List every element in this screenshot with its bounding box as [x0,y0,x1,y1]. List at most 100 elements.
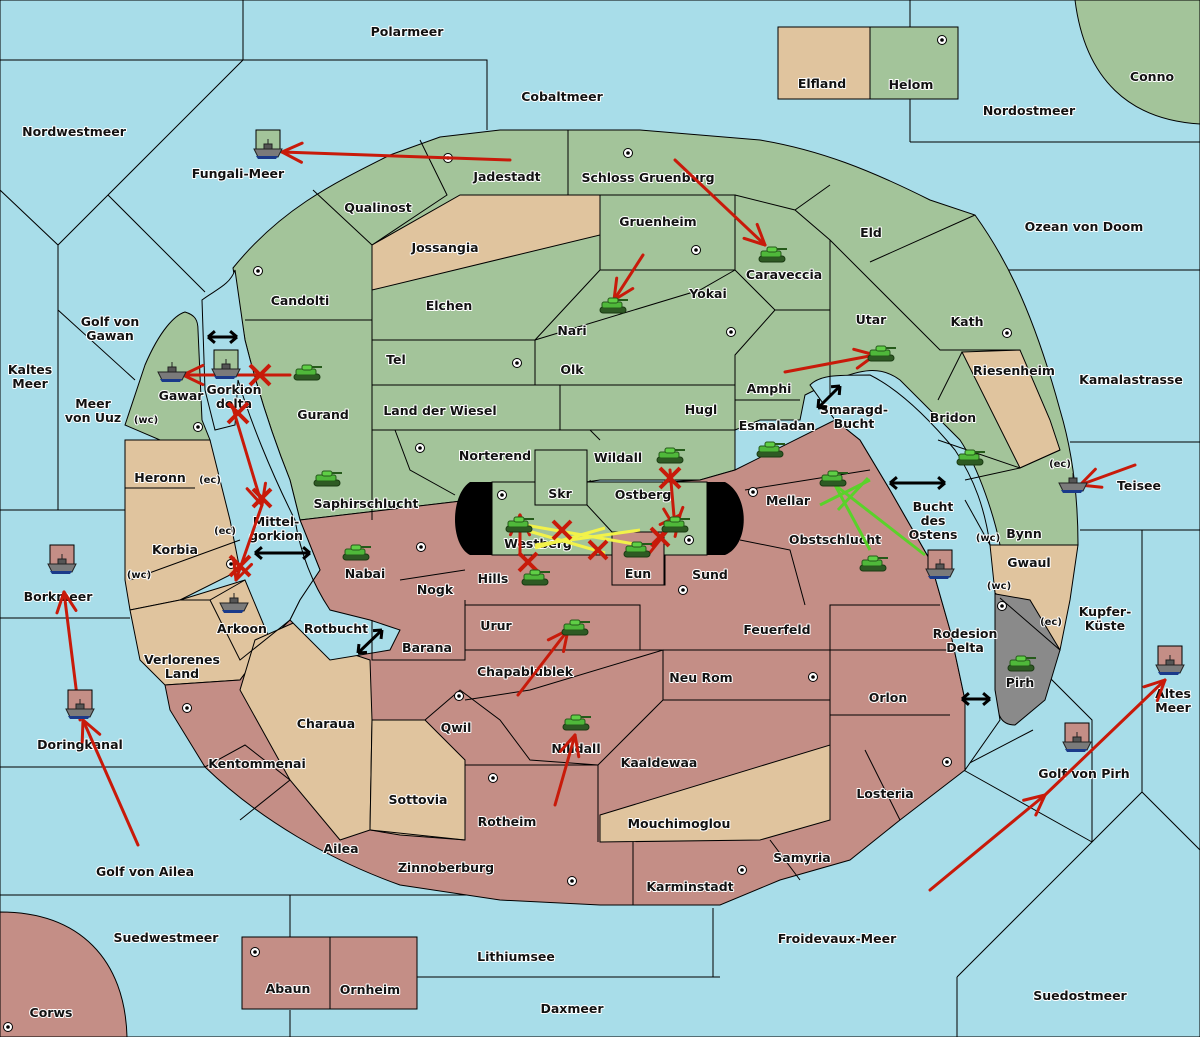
fleet-ship-icon[interactable] [1062,722,1092,752]
territory-conno[interactable] [1074,0,1200,125]
sea-label-kupfer: Kupfer-Küste [1079,604,1132,633]
territory-label-nabai: Nabai [345,566,386,581]
territory-label-qwil: Qwil [441,720,472,735]
army-tank-icon[interactable] [859,555,888,572]
move-order-arrow [673,158,767,247]
territory-label-bridon: Bridon [930,410,976,425]
sea-label-kamala: Kamalastrasse [1079,372,1183,387]
units [47,129,1185,752]
region-tan-west [124,439,241,611]
territory-label-mellar: Mellar [766,493,811,508]
coast-label: (ec) [1049,459,1071,470]
fleet-ship-icon[interactable] [219,593,249,613]
coast-label: (ec) [199,475,221,486]
sea-label-froidevaux: Froidevaux-Meer [778,931,897,946]
territory-label-nari: Nari [557,323,586,338]
sea-label-borkmeer: Borkmeer [24,589,94,604]
territory-label-karminstadt: Karminstadt [646,879,733,894]
territory-label-caraveccia: Caraveccia [746,267,822,282]
territory-label-skr: Skr [548,486,572,501]
coast-label: (ec) [214,526,236,537]
army-tank-icon[interactable] [562,714,591,731]
sea-label-nordwestmeer: Nordwestmeer [22,124,127,139]
fleet-ship-icon[interactable] [65,689,95,719]
army-tank-icon[interactable] [505,516,534,533]
fleet-ship-icon[interactable] [925,549,955,579]
army-tank-icon[interactable] [656,447,685,464]
sea-label-polarmeer: Polarmeer [371,24,445,39]
fleet-ship-icon[interactable] [211,349,241,379]
fleet-ship-icon[interactable] [47,544,77,574]
territory-label-orlon: Orlon [869,690,908,705]
army-tank-icon[interactable] [521,569,550,586]
army-tank-icon[interactable] [819,470,848,487]
supply-center-icon [497,490,507,500]
convoy-double-arrow-icon [356,628,384,655]
move-order-arrow [80,718,140,847]
army-tank-icon[interactable] [623,541,652,558]
territory-label-conno: Conno [1130,69,1175,84]
army-tank-icon[interactable] [661,516,690,533]
territory-label-saphir: Saphirschlucht [314,496,419,511]
territory-label-helom: Helom [889,77,934,92]
territory-label-pirh: Pirh [1006,675,1035,690]
territory-label-jadestadt: Jadestadt [472,169,540,184]
fleet-ship-icon[interactable] [1058,473,1088,493]
territory-label-rotheim: Rotheim [478,814,537,829]
territory-borders [125,130,1061,905]
army-tank-icon[interactable] [956,449,985,466]
army-tank-icon[interactable] [313,470,342,487]
army-tank-icon[interactable] [867,345,896,362]
territory-label-charaua: Charaua [297,716,355,731]
army-tank-icon[interactable] [561,619,590,636]
order-failed-icon [517,551,539,573]
territory-label-hills: Hills [478,571,509,586]
territory-label-utar: Utar [856,312,888,327]
army-tank-icon[interactable] [293,364,322,381]
army-tank-icon[interactable] [756,441,785,458]
territory-label-chapa: Chapablublek [477,664,574,679]
territory-label-elfland: Elfland [798,76,846,91]
territory-ornheim[interactable] [329,936,418,1010]
territory-corws[interactable] [0,911,128,1037]
sea-label-rotbucht: Rotbucht [304,621,368,636]
territory-label-zinnoberburg: Zinnoberburg [398,860,494,875]
army-tank-icon[interactable] [342,544,371,561]
supply-center-icon [488,773,498,783]
army-tank-icon[interactable] [1007,655,1036,672]
supply-center-icon [1002,328,1012,338]
army-tank-icon[interactable] [758,246,787,263]
sea-label-suedostmeer: Suedostmeer [1033,988,1127,1003]
territory-label-obst: Obstschlucht [789,532,881,547]
territory-label-mouchimoglou: Mouchimoglou [628,816,731,831]
territory-label-ailea: Ailea [323,841,358,856]
sea-label-cobaltmeer: Cobaltmeer [521,89,603,104]
supply-center-icon [415,443,425,453]
territory-mouchimoglou[interactable] [599,744,831,843]
territory-label-nogk: Nogk [417,582,454,597]
territory-label-bynn: Bynn [1006,526,1041,541]
territory-label-candolti: Candolti [271,293,330,308]
territory-label-norterend: Norterend [459,448,531,463]
fleet-ship-icon[interactable] [253,129,283,159]
convoy-double-arrow-icon [816,384,842,410]
sea-smaragd-bucht-ostens[interactable] [809,374,1001,772]
territory-label-tel: Tel [386,352,406,367]
territory-elfland[interactable] [777,26,871,100]
sea-label-teisee: Teisee [1117,478,1161,493]
army-tank-icon[interactable] [599,297,628,314]
sea-label-lithiumsee: Lithiumsee [477,949,555,964]
supply-center-icon [942,757,952,767]
convoy-double-arrow-icon [961,692,991,706]
supply-center-icon [250,947,260,957]
fleet-ship-icon[interactable] [157,362,187,382]
order-failed-icon [658,466,682,490]
fleet-ship-icon[interactable] [1155,645,1185,675]
supply-center-icon [937,35,947,45]
territory-label-corws: Corws [30,1005,73,1020]
territory-label-esmaladan: Esmaladan [739,418,815,433]
